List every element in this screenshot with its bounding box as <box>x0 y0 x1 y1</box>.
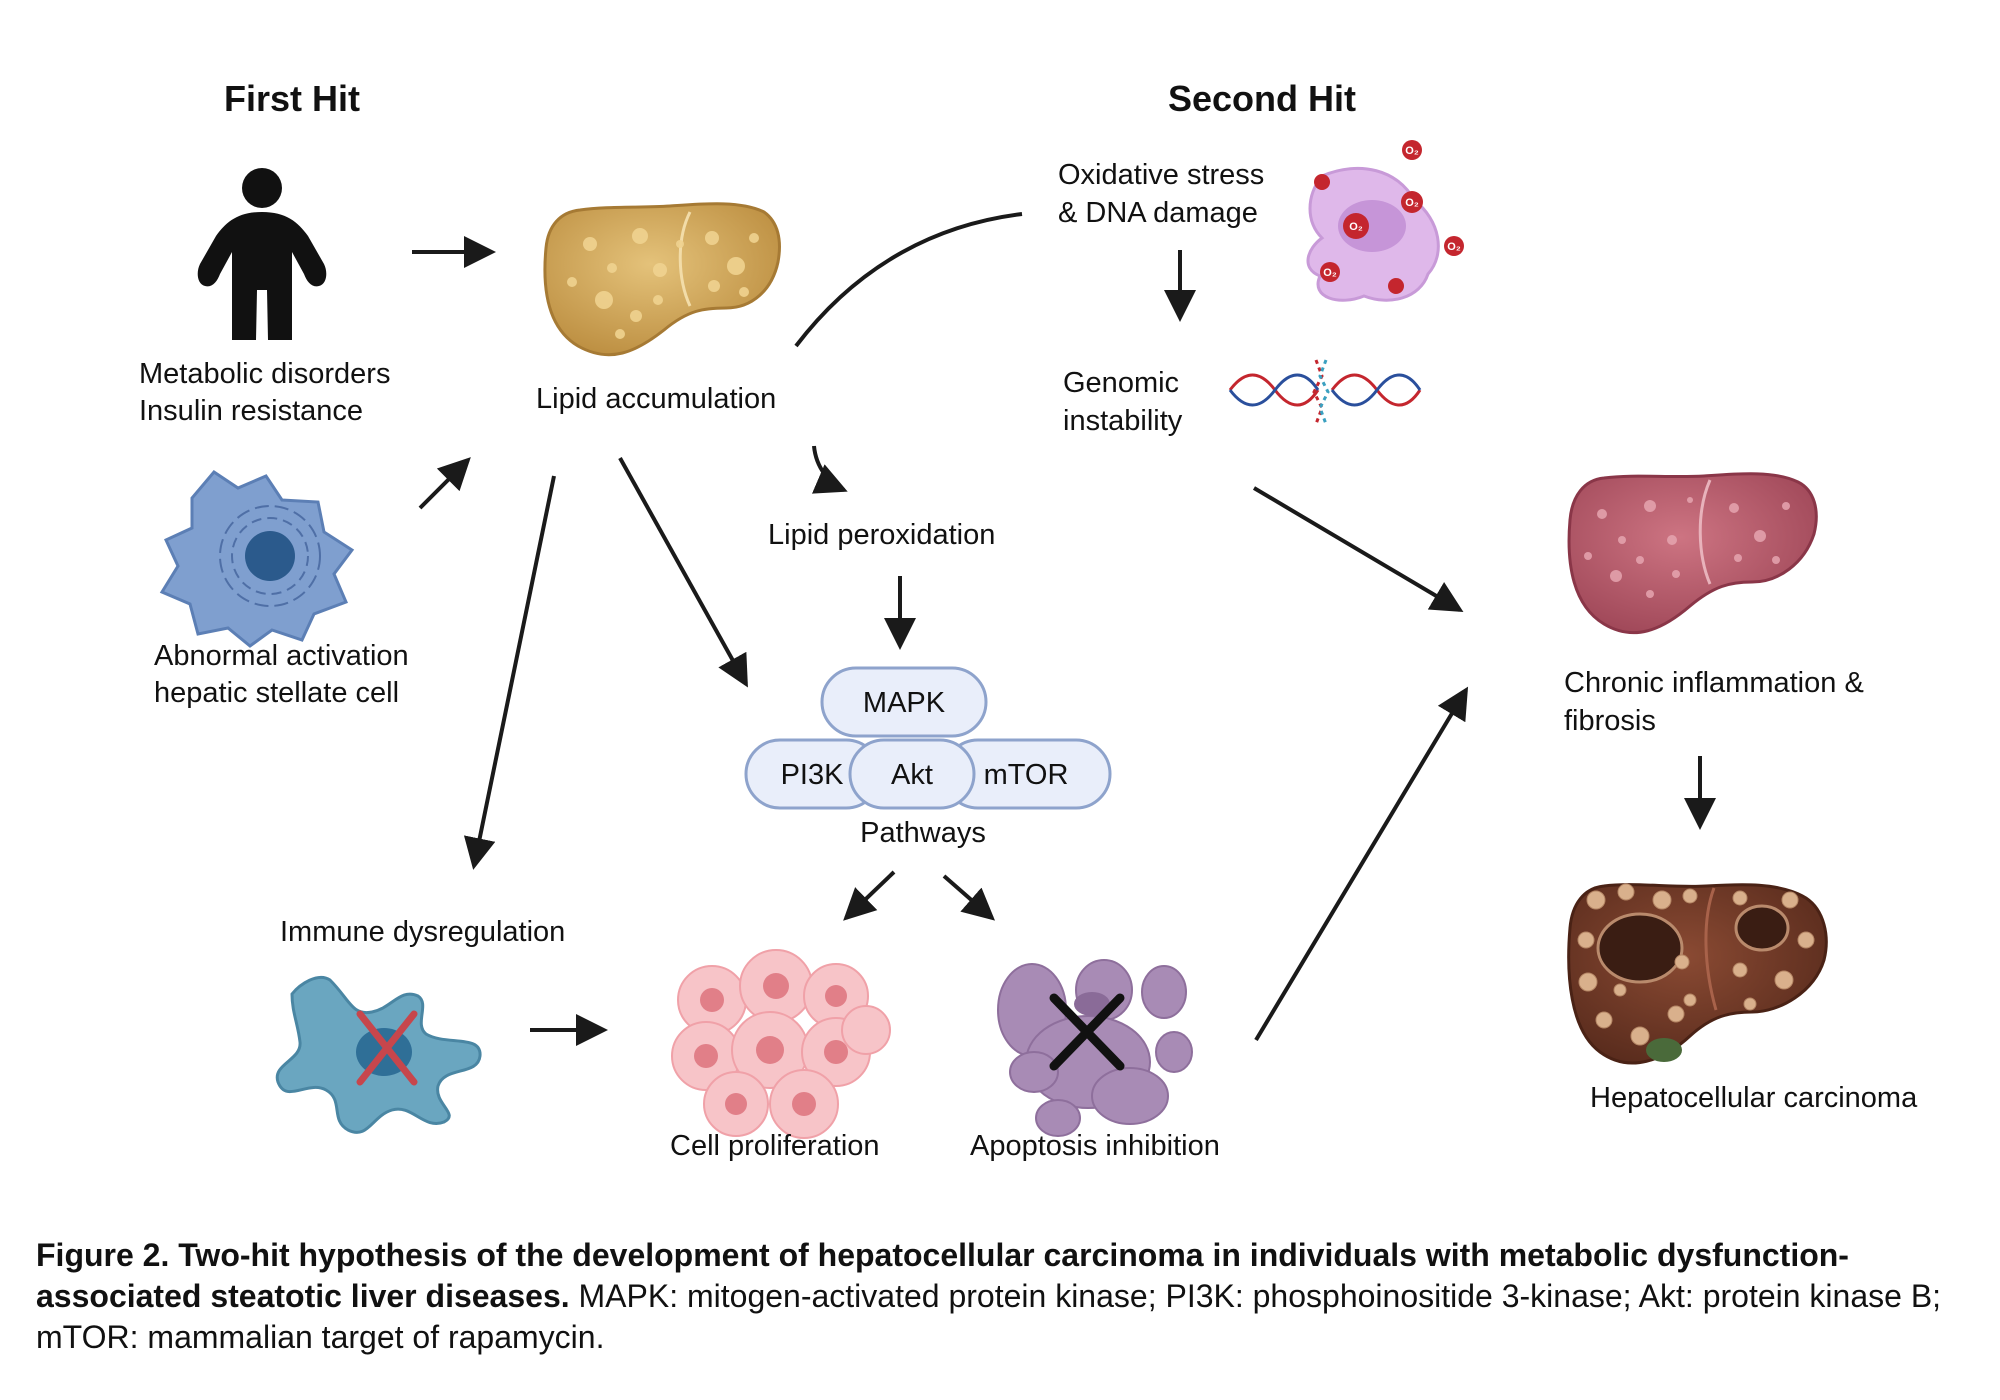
metabolic-label-line2: Insulin resistance <box>139 395 363 427</box>
oxidative-label-line2: & DNA damage <box>1058 197 1258 229</box>
figure-caption: Figure 2. Two-hit hypothesis of the deve… <box>36 1235 1996 1358</box>
pathways-label: Pathways <box>860 817 986 849</box>
inflamed-liver-icon <box>1567 472 1818 635</box>
stellate-label-line2: hepatic stellate cell <box>154 677 399 709</box>
mapk-label: MAPK <box>863 687 946 719</box>
genomic-label-line1: Genomic <box>1063 367 1179 399</box>
arrow-genomic-to-inflammation <box>1252 486 1464 613</box>
flow-arrows <box>412 212 1716 1046</box>
akt-pill <box>848 738 976 810</box>
hcc-label: Hepatocellular carcinoma <box>1590 1082 1918 1114</box>
inflammation-label-line1: Chronic inflammation & <box>1564 667 1864 699</box>
oxidative-label-line1: Oxidative stress <box>1058 159 1264 191</box>
immune-dysregulation-label: Immune dysregulation <box>280 916 565 948</box>
arrow-pathways-to-apoptosis <box>942 874 996 921</box>
immune-cell-icon <box>275 975 482 1134</box>
oxidative-stress-cell-icon: O₂ O₂ O₂ O₂ O₂ <box>1306 140 1464 302</box>
apoptosis-inhibition-label: Apoptosis inhibition <box>970 1130 1220 1162</box>
ros-label: O₂ <box>1447 241 1461 253</box>
cell-proliferation-icon <box>671 949 891 1139</box>
dna-break-icon <box>1228 359 1422 425</box>
caption-body: MAPK: mitogen-activated protein kinase; … <box>36 1278 1942 1355</box>
arrow-stellate-to-liver <box>418 457 471 510</box>
arrow-liver-to-peroxidation <box>811 445 848 494</box>
lipid-peroxidation-label: Lipid peroxidation <box>768 519 995 551</box>
fatty-liver-icon <box>543 202 781 357</box>
mtor-label: mTOR <box>984 759 1069 791</box>
inflammation-label-line2: fibrosis <box>1564 705 1656 737</box>
ros-label: O₂ <box>1405 145 1419 157</box>
ros-label: O₂ <box>1349 221 1363 233</box>
stellate-label-line1: Abnormal activation <box>154 640 409 672</box>
cell-proliferation-label: Cell proliferation <box>670 1130 880 1162</box>
ros-label: O₂ <box>1405 197 1419 209</box>
pathway-cluster <box>744 666 1112 810</box>
arrow-liver-to-immune <box>463 475 556 870</box>
mapk-pill <box>820 666 988 738</box>
ros-label: O₂ <box>1323 267 1337 279</box>
arrow-pathways-to-proliferation <box>843 870 896 921</box>
person-silhouette-icon <box>197 168 327 340</box>
arrow-apoptosis-to-inflammation <box>1254 686 1469 1042</box>
metabolic-label-line1: Metabolic disorders <box>139 358 390 390</box>
first-hit-header: First Hit <box>224 78 360 119</box>
arrow-liver-to-pathways <box>618 457 748 688</box>
hcc-liver-icon <box>1567 883 1828 1065</box>
genomic-label-line2: instability <box>1063 405 1183 437</box>
caption-title: Figure 2. Two-hit hypothesis of the deve… <box>36 1237 1849 1314</box>
arrow-liver-to-oxidative-curve <box>794 212 1023 348</box>
second-hit-header: Second Hit <box>1168 78 1356 119</box>
akt-label: Akt <box>891 759 933 791</box>
apoptotic-cell-icon <box>997 959 1193 1137</box>
lipid-accumulation-label: Lipid accumulation <box>536 383 776 415</box>
pi3k-label: PI3K <box>781 759 845 791</box>
hepatic-stellate-cell-icon <box>159 470 355 648</box>
